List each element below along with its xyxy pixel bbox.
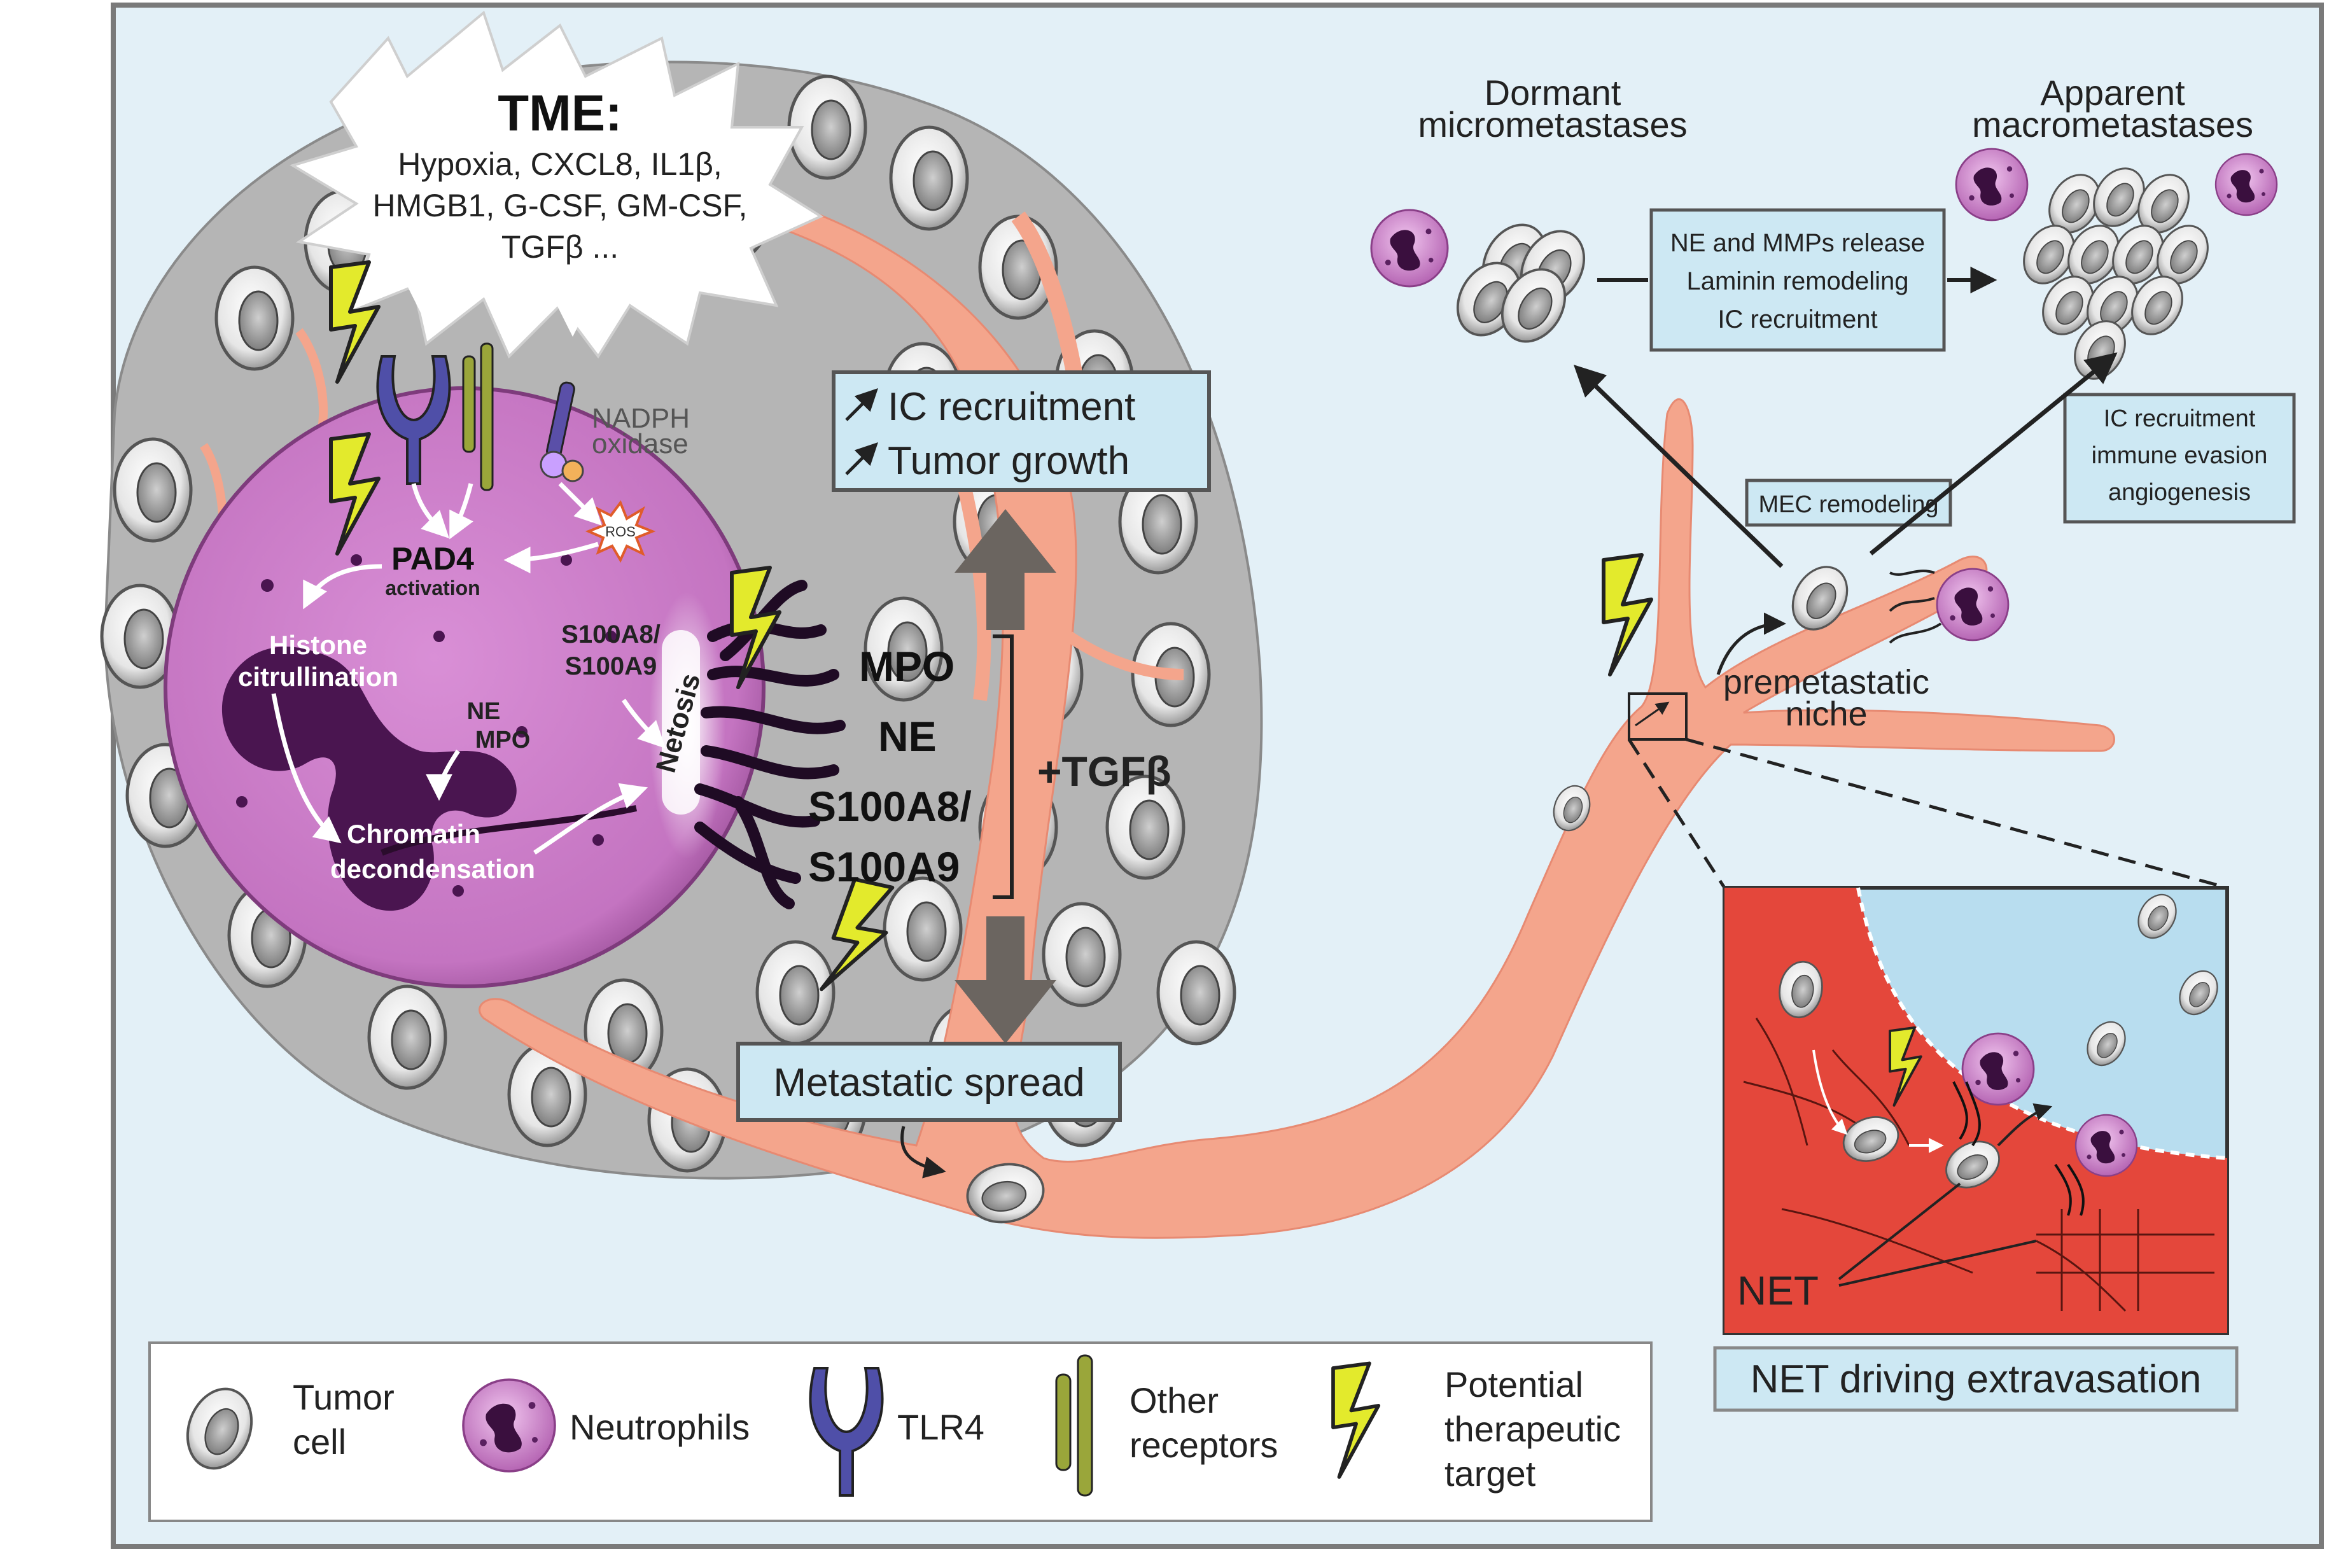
extravasation-inset: NET (1723, 886, 2229, 1335)
ros-burst-icon (585, 500, 656, 563)
dormant-label: Dormant (1485, 73, 1621, 113)
s100-inner-label: S100A8/ (561, 620, 661, 648)
down-arrow (955, 916, 1056, 1044)
tlr4-receptor-icon (376, 355, 451, 485)
legend-other-label: Other (1130, 1380, 1219, 1420)
net-component-ne: NE (878, 713, 937, 760)
immune-box: IC recruitment immune evasion angiogenes… (2063, 393, 2296, 524)
ros-label: ROS (605, 524, 636, 540)
legend-neutrophil-icon (462, 1378, 556, 1473)
niche-neutrophil (1936, 568, 2010, 641)
dormant-label: micrometastases (1418, 104, 1687, 144)
zoom-line (1627, 738, 1726, 889)
spread-arrow (900, 1126, 946, 1179)
release-text: IC recruitment (1717, 305, 1877, 333)
release-text: Laminin remodeling (1686, 267, 1908, 295)
tme-factor-line: Hypoxia, CXCL8, IL1β, (398, 146, 722, 182)
tumor-growth-text: Tumor growth (888, 439, 1130, 483)
ic-recruitment-box: IC recruitment Tumor growth (832, 370, 1211, 492)
s100-inner-label: S100A9 (565, 652, 657, 680)
histone-label: Histone (269, 630, 367, 660)
chromatin-label: decondensation (330, 854, 535, 884)
chromatin-label: Chromatin (347, 819, 480, 849)
tme-factor-line: HMGB1, G-CSF, GM-CSF, (373, 188, 748, 223)
immune-text: IC recruitment (2104, 405, 2256, 432)
immune-text: immune evasion (2092, 442, 2268, 469)
release-box: NE and MMPs release Laminin remodeling I… (1649, 208, 1946, 352)
legend-neutrophils-label: Neutrophils (570, 1407, 750, 1447)
ic-recruitment-text: IC recruitment (888, 385, 1135, 429)
net-bracket (993, 634, 1014, 899)
tme-factor-line: TGFβ ... (501, 229, 619, 265)
internal-arrows (271, 482, 666, 855)
release-text: NE and MMPs release (1670, 229, 1925, 257)
net-label: NET (1737, 1268, 1819, 1313)
zoom-marker (1628, 692, 1688, 741)
legend-tlr4-icon (809, 1367, 884, 1497)
net-component-s100: S100A9 (808, 843, 960, 890)
tgfb-label: +TGFβ (1037, 748, 1171, 795)
vessel-to-niche-arrow (1716, 612, 1786, 675)
ne-label: NE (467, 698, 501, 725)
legend-target-label: therapeutic (1444, 1409, 1621, 1449)
legend-tlr4-label: TLR4 (897, 1407, 984, 1447)
legend-other-label: receptors (1130, 1425, 1278, 1465)
histone-label: citrullination (238, 662, 398, 692)
mec-text: MEC remodeling (1759, 491, 1939, 518)
niche-to-apparent-arrow (1869, 352, 2118, 556)
legend-target-label: target (1444, 1453, 1536, 1494)
nadph-label: NADPH (592, 403, 690, 434)
legend-tumor-label: cell (293, 1422, 346, 1462)
legend-target-label: Potential (1444, 1364, 1583, 1404)
metastatic-spread-text: Metastatic spread (773, 1061, 1084, 1105)
niche-label: niche (1785, 695, 1867, 733)
niche-net-threads (1889, 570, 1942, 644)
mpo-label: MPO (475, 727, 531, 753)
niche-label: premetastatic (1723, 663, 1929, 701)
inset-caption: NET driving extravasation (1713, 1346, 2239, 1412)
metastatic-spread-box: Metastatic spread (736, 1042, 1122, 1122)
legend-other-receptor-icon (1055, 1354, 1093, 1497)
nadph-oxidase-icon (540, 381, 584, 482)
legend-tumor-label: Tumor (293, 1377, 395, 1417)
nucleus (221, 647, 517, 911)
up-arrow (955, 509, 1056, 630)
tme-title: TME: (498, 85, 622, 141)
apparent-label: macrometastases (1972, 104, 2253, 144)
net-component-mpo: MPO (859, 643, 955, 690)
pad4-sub-label: activation (385, 577, 480, 599)
legend: Tumor cell Neutrophils TLR4 Other recept… (148, 1341, 1653, 1522)
other-receptor-icon (462, 342, 494, 491)
mec-box: MEC remodeling (1745, 479, 1952, 527)
pad4-label: PAD4 (391, 541, 474, 577)
immune-text: angiogenesis (2108, 479, 2251, 506)
net-component-s100: S100A8/ (808, 783, 972, 830)
apparent-label: Apparent (2040, 73, 2185, 113)
nadph-label: oxidase (592, 428, 689, 459)
inset-caption-text: NET driving extravasation (1751, 1357, 2202, 1401)
niche-to-dormant-arrow (1573, 365, 1784, 568)
zoom-line (1686, 738, 2228, 890)
